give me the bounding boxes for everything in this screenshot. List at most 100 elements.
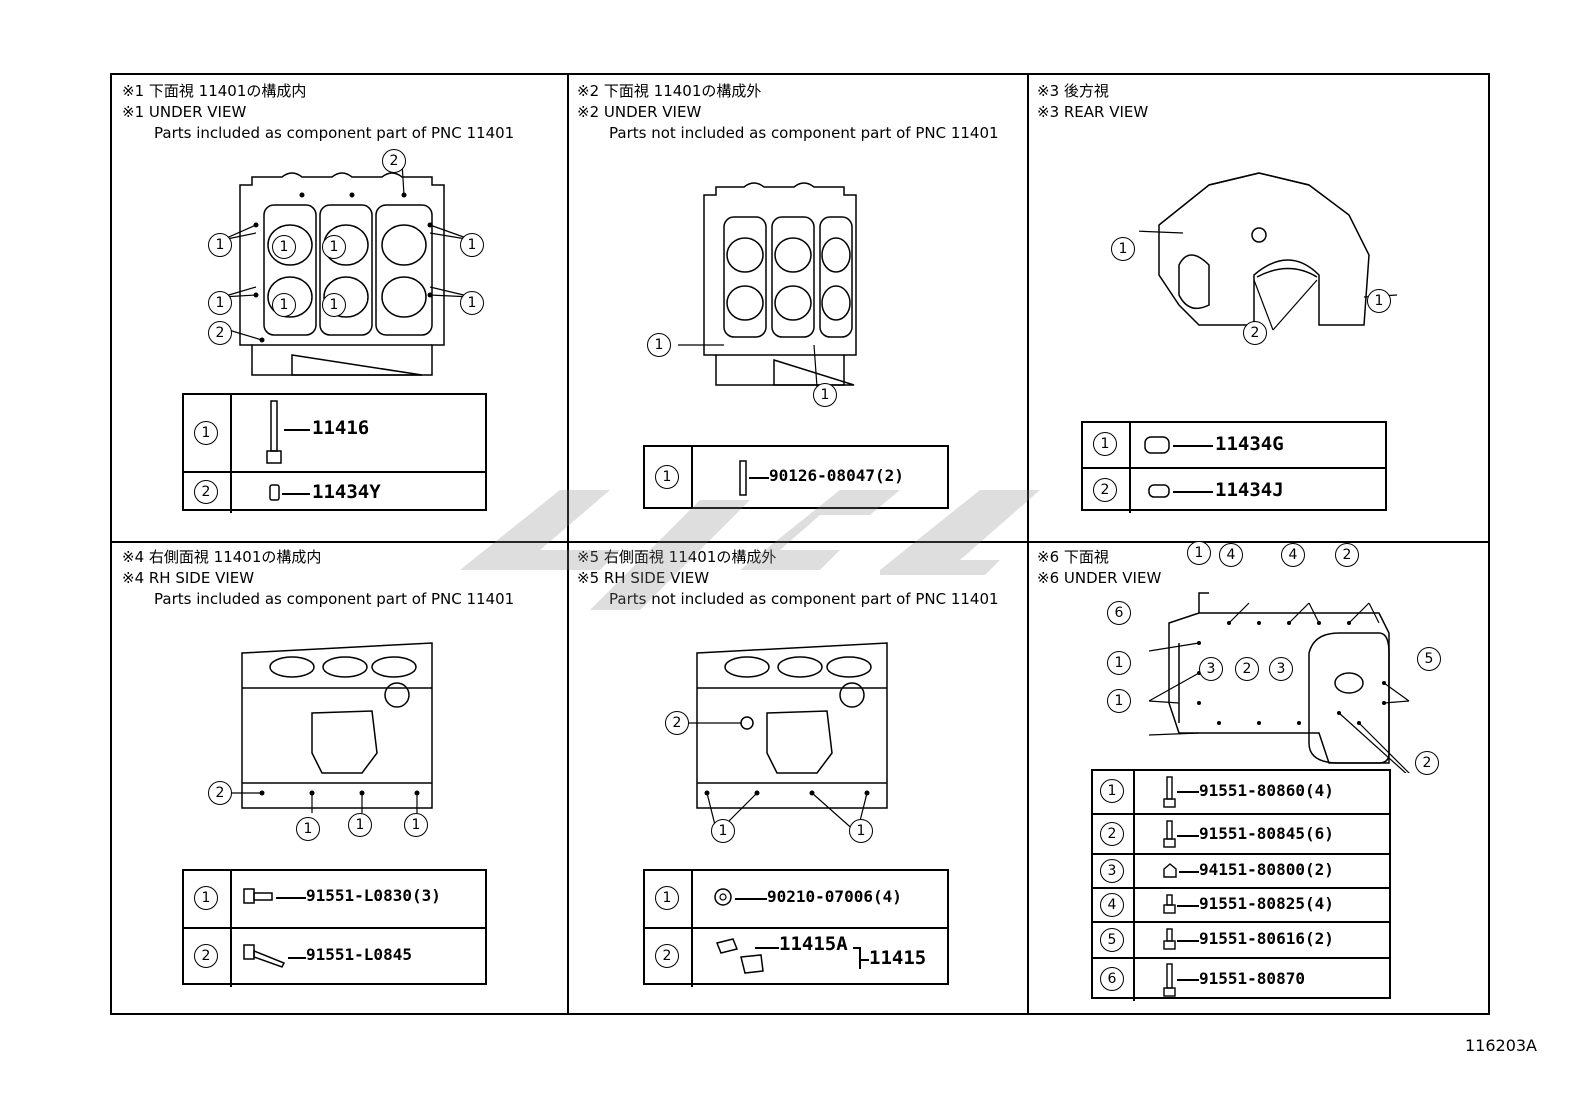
flange-bolt-icon xyxy=(243,888,273,904)
panel-title-jp: ※2 下面視 11401の構成外 xyxy=(577,82,762,100)
part-number: 11434Y xyxy=(312,481,381,503)
engine-block-under-view xyxy=(221,162,473,376)
callout-1: 1 xyxy=(208,233,232,257)
part-number: 11416 xyxy=(312,417,370,439)
key-1: 1 xyxy=(194,886,218,910)
parts-table: 1 11416 2 11434Y xyxy=(182,393,487,513)
parts-table: 1 11434G 2 11434J xyxy=(1081,421,1387,513)
parts-table: 1 91551-L0830(3) 2 91551-L0845 xyxy=(182,869,487,987)
callout-1: 1 xyxy=(322,293,346,317)
callout-2: 2 xyxy=(382,149,406,173)
table-row: 2 91551-L0845 xyxy=(184,927,485,987)
panel-title-jp: ※3 後方視 xyxy=(1037,82,1109,100)
callout-2: 2 xyxy=(208,781,232,805)
callout-3: 3 xyxy=(1199,657,1223,681)
table-row: 6 91551-80870 xyxy=(1093,957,1389,1001)
part-number: 91551-80825(4) xyxy=(1199,894,1334,913)
callout-2: 2 xyxy=(1335,543,1359,567)
callout-2: 2 xyxy=(665,711,689,735)
engine-block-rh-side xyxy=(230,642,433,813)
key-1: 1 xyxy=(655,465,679,489)
table-row: 5 91551-80616(2) xyxy=(1093,921,1389,959)
callout-1: 1 xyxy=(1107,651,1131,675)
table-row: 2 11434Y xyxy=(184,471,485,513)
callout-1: 1 xyxy=(272,235,296,259)
bolt-icon xyxy=(1163,776,1176,808)
table-row: 3 94151-80800(2) xyxy=(1093,853,1389,889)
figure-code: 116203A xyxy=(1464,1036,1537,1055)
key-1: 1 xyxy=(1100,779,1124,803)
table-row: 1 11434G xyxy=(1083,423,1385,467)
callout-1: 1 xyxy=(348,813,372,837)
callout-1: 1 xyxy=(1107,689,1131,713)
part-number: 91551-80870 xyxy=(1199,969,1305,988)
callout-1: 1 xyxy=(272,293,296,317)
callout-2: 2 xyxy=(1415,751,1439,775)
table-row: 1 90210-07006(4) xyxy=(645,871,947,927)
table-row: 1 11416 xyxy=(184,395,485,471)
part-number: 11415A xyxy=(779,933,848,955)
drain-cock-icon xyxy=(715,938,764,974)
panel-note: Parts included as component part of PNC … xyxy=(154,124,515,142)
key-5: 5 xyxy=(1100,928,1124,952)
panel-title-en: ※1 UNDER VIEW xyxy=(122,103,247,121)
bolt-icon xyxy=(266,400,282,464)
divider xyxy=(567,75,569,1013)
divider xyxy=(1027,75,1029,1013)
key-2: 2 xyxy=(194,944,218,968)
part-number: 91551-80616(2) xyxy=(1199,929,1334,948)
part-number: 11434G xyxy=(1215,433,1284,455)
key-3: 3 xyxy=(1100,859,1124,883)
panel-note: Parts not included as component part of … xyxy=(609,124,999,142)
part-number: 91551-L0845 xyxy=(306,945,412,964)
panel-note: Parts not included as component part of … xyxy=(609,590,999,608)
callout-1: 1 xyxy=(647,333,671,357)
callout-2: 2 xyxy=(208,321,232,345)
panel-title-en: ※3 REAR VIEW xyxy=(1037,103,1149,121)
callout-6: 6 xyxy=(1107,601,1131,625)
panel-title-en: ※4 RH SIDE VIEW xyxy=(122,569,255,587)
panel-title-en: ※5 RH SIDE VIEW xyxy=(577,569,710,587)
key-6: 6 xyxy=(1100,967,1124,991)
callout-2: 2 xyxy=(1243,321,1267,345)
panel-note: Parts included as component part of PNC … xyxy=(154,590,515,608)
table-row: 2 11415A 11415 xyxy=(645,927,947,987)
key-2: 2 xyxy=(1100,822,1124,846)
key-1: 1 xyxy=(1093,432,1117,456)
oil-pan-under-view xyxy=(1148,592,1410,773)
callout-1: 1 xyxy=(322,235,346,259)
part-number: 94151-80800(2) xyxy=(1199,860,1334,879)
key-2: 2 xyxy=(655,944,679,968)
nut-icon xyxy=(1163,863,1177,878)
key-2: 2 xyxy=(194,480,218,504)
callout-2: 2 xyxy=(1235,657,1259,681)
callout-1: 1 xyxy=(1111,237,1135,261)
callout-1: 1 xyxy=(1367,289,1391,313)
part-number: 11415 xyxy=(869,947,927,969)
table-row: 1 91551-80860(4) xyxy=(1093,771,1389,813)
pin-icon xyxy=(1148,484,1170,498)
callout-1: 1 xyxy=(208,291,232,315)
panel-5: ※5 右側面視 11401の構成外 ※5 RH SIDE VIEW Parts … xyxy=(569,543,1027,1013)
panel-3: ※3 後方視 ※3 REAR VIEW 1 1 2 1 xyxy=(1029,75,1488,541)
key-2: 2 xyxy=(1093,478,1117,502)
panel-6: ※6 下面視 ※6 UNDER VIEW xyxy=(1029,541,1488,1013)
parts-table: 1 90210-07006(4) 2 11415A 11415 xyxy=(643,869,949,987)
bolt-icon xyxy=(1163,963,1176,997)
panel-title-en: ※2 UNDER VIEW xyxy=(577,103,702,121)
callout-1: 1 xyxy=(1187,541,1211,565)
callout-5: 5 xyxy=(1417,647,1441,671)
callout-1: 1 xyxy=(460,233,484,257)
stud-bolt-icon xyxy=(739,460,747,496)
watermark-logo xyxy=(460,490,1040,610)
parts-table: 1 90126-08047(2) xyxy=(643,445,949,509)
panel-title-jp: ※5 右側面視 11401の構成外 xyxy=(577,548,777,566)
sleeve-icon xyxy=(1144,436,1170,454)
table-row: 2 11434J xyxy=(1083,467,1385,513)
table-row: 4 91551-80825(4) xyxy=(1093,887,1389,923)
callout-1: 1 xyxy=(296,817,320,841)
parts-table: 1 91551-80860(4) 2 91551-80845(6) 3 9415… xyxy=(1091,769,1391,1001)
bolt-icon xyxy=(1163,820,1176,848)
flange-bolt-icon xyxy=(243,944,286,968)
part-number: 11434J xyxy=(1215,479,1284,501)
